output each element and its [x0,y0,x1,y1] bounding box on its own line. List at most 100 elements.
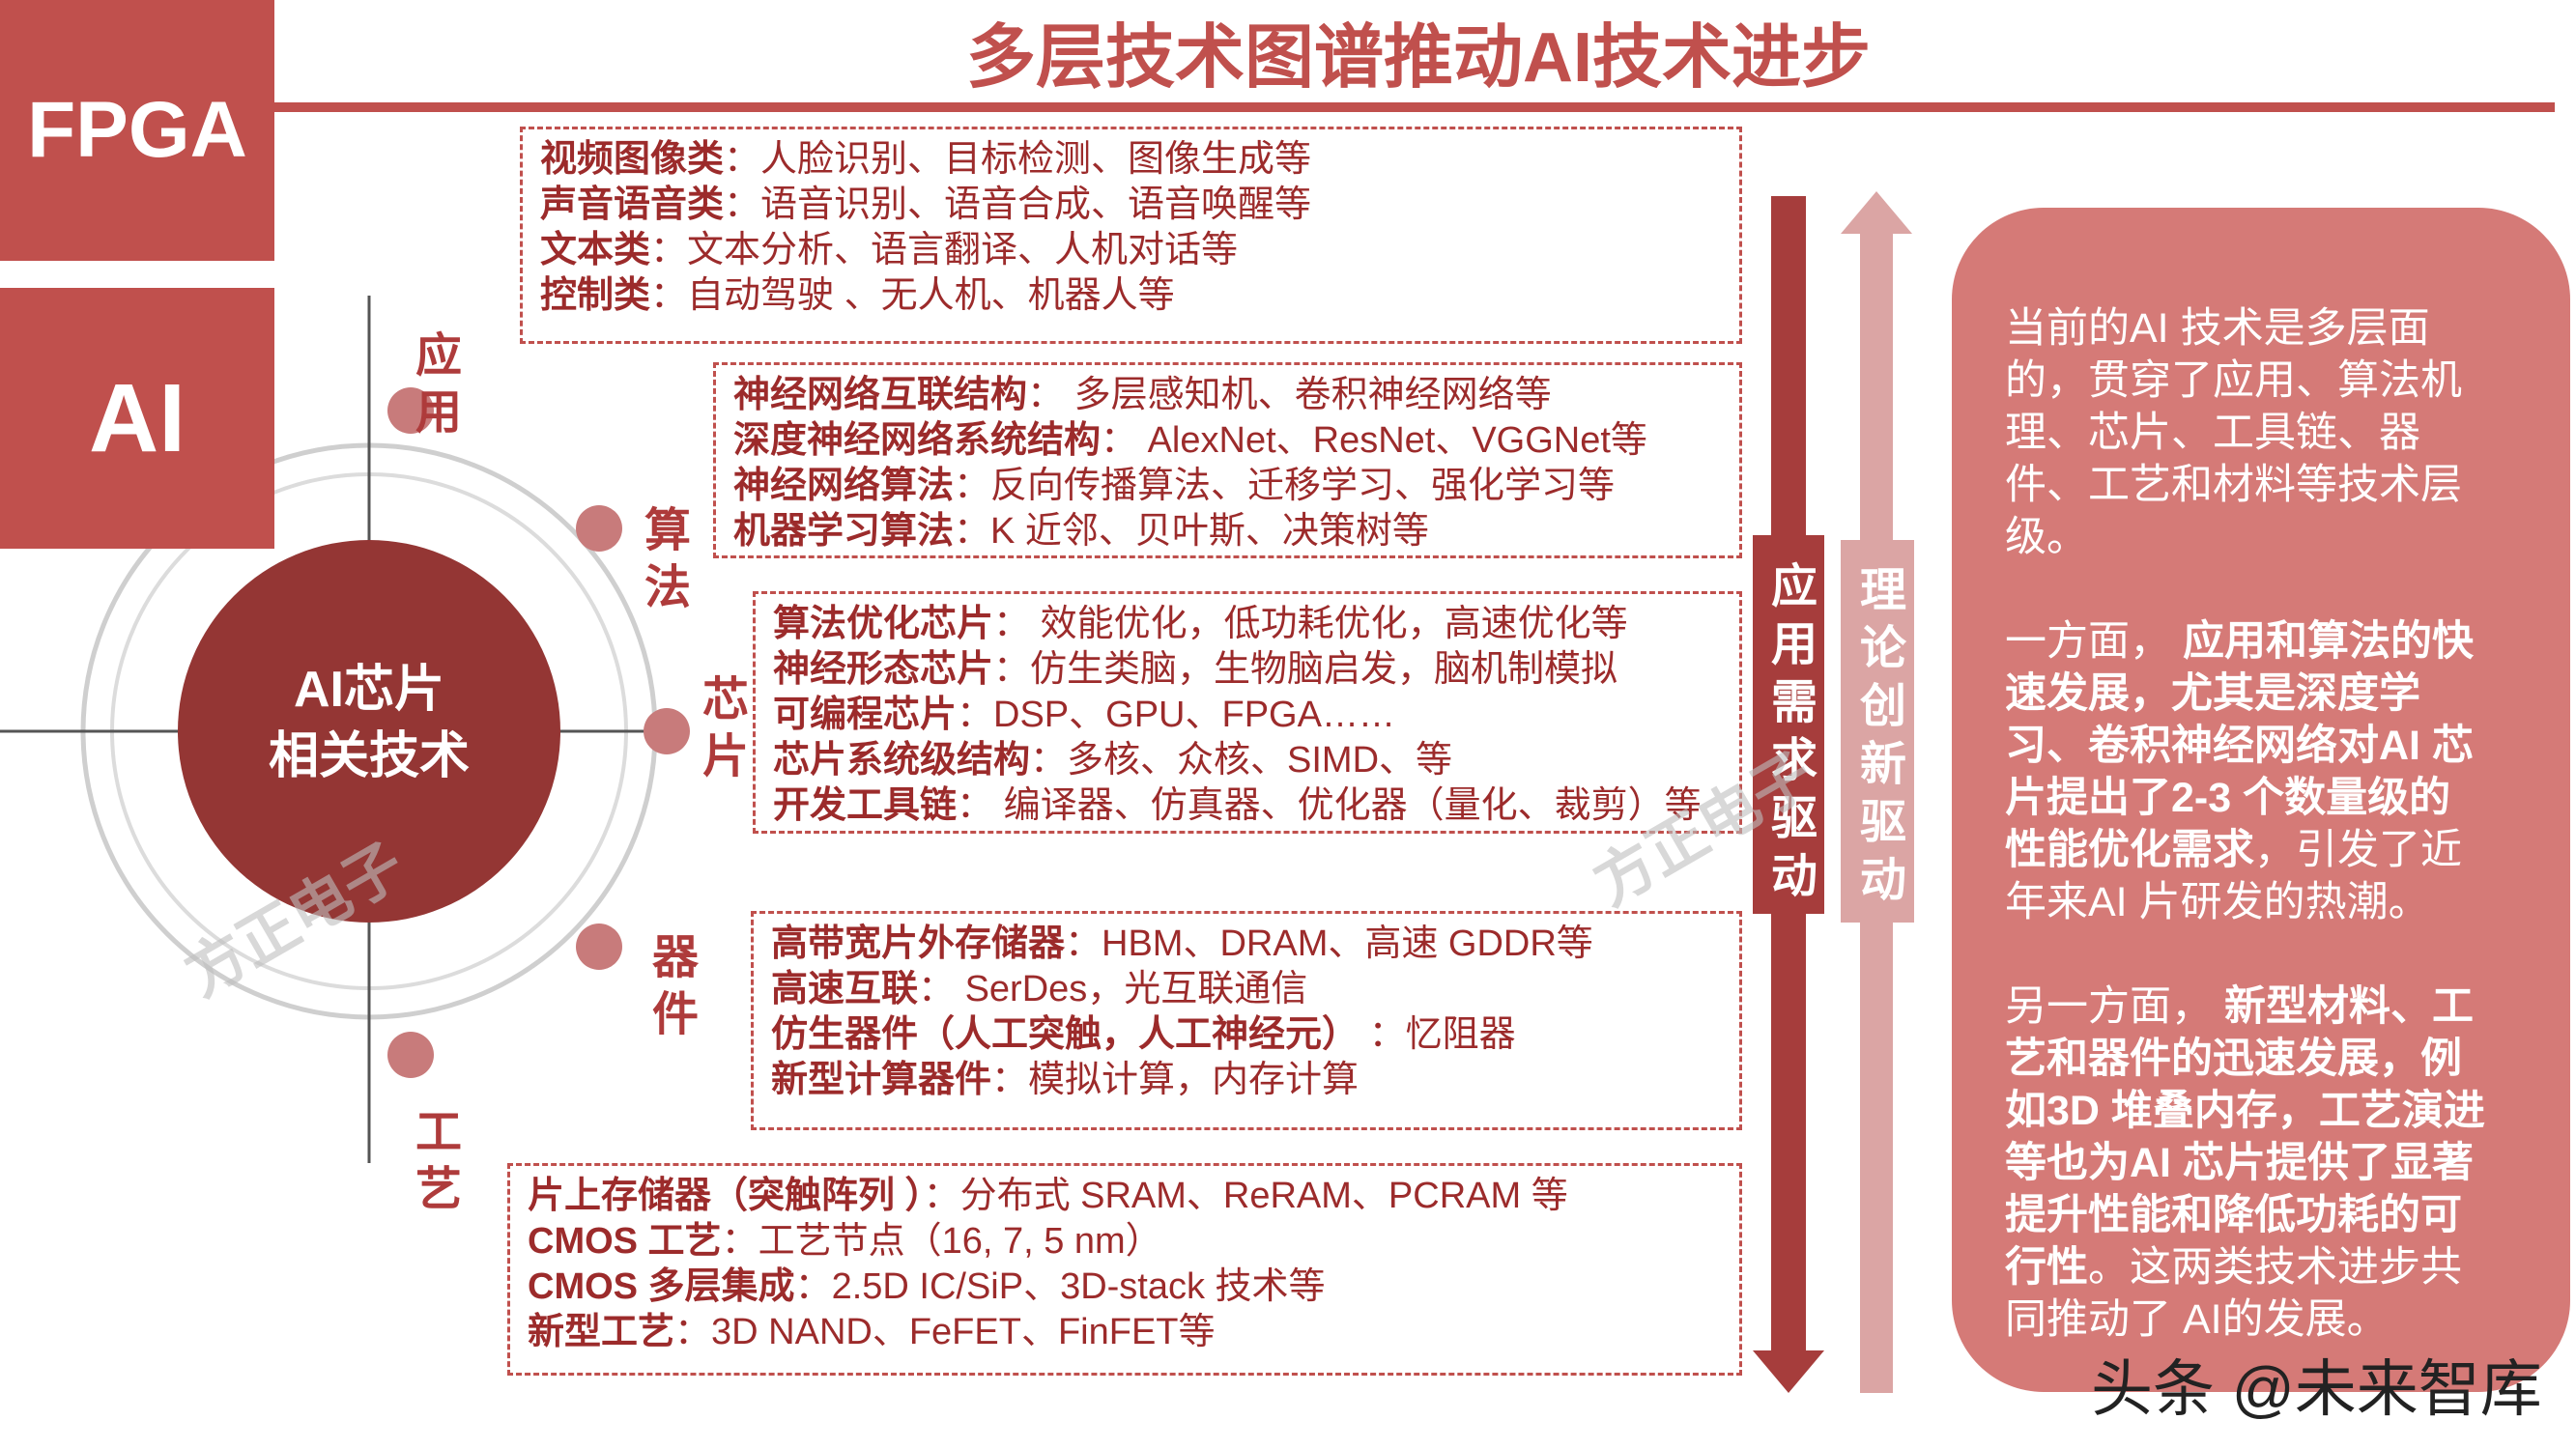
layer-item-term: 声音语音类 [540,185,725,225]
layer-item: 控制类：自动驾驶 、无人机、机器人等 [540,273,1739,319]
layer-item-term: 高带宽片外存储器 [771,923,1066,964]
ai-tab: AI [0,288,274,549]
up-arrow-label-box: 理论创新驱动 [1841,540,1914,923]
summary-paragraph: 当前的AI 技术是多层面的，贯穿了应用、算法机理、芯片、工具链、器件、工艺和材料… [2005,302,2485,563]
node-dot-application [387,387,434,434]
layer-item: CMOS 工艺：工艺节点（16, 7, 5 nm） [528,1219,1739,1264]
summary-line: 等也为AI 芯片提供了显著 [2005,1137,2485,1189]
layer-item-term: 神经形态芯片 [773,649,994,690]
summary-line: 理、芯片、工具链、器 [2005,407,2485,459]
summary-text-segment: 行性 [2005,1244,2088,1291]
layer-item: 开发工具链： 编译器、仿真器、优化器（量化、裁剪）等 [773,783,1739,829]
fpga-tab: FPGA [0,0,274,261]
node-label-chip: 芯片 [695,674,746,788]
layer-box-device: 高带宽片外存储器：HBM、DRAM、高速 GDDR等高速互联： SerDes，光… [751,911,1742,1130]
layer-item-term: CMOS 多层集成 [528,1266,795,1307]
layer-item: 芯片系统级结构：多核、众核、SIMD、等 [773,738,1739,783]
layer-item: 仿生器件（人工突触，人工神经元） ：忆阻器 [771,1012,1739,1058]
summary-text-segment: 习、卷积神经网络对AI 芯 [2005,723,2474,769]
down-arrow-label-box: 应用需求驱动 [1753,535,1824,914]
page-title: 多层技术图谱推动AI技术进步 [966,19,1872,97]
summary-line: 性能优化需求，引发了近 [2005,824,2485,876]
hub-label-line1: AI芯片 [293,662,444,718]
layer-item-desc: ：忆阻器 [1359,1014,1516,1055]
summary-text-segment: ，引发了近 [2254,827,2462,873]
layer-item-desc: ：2.5D IC/SiP、3D-stack 技术等 [794,1266,1326,1307]
layer-item-term: 可编程芯片 [773,695,958,735]
summary-text: 当前的AI 技术是多层面的，贯穿了应用、算法机理、芯片、工具链、器件、工艺和材料… [2005,302,2485,1346]
summary-text-segment: 一方面， [2005,618,2171,665]
summary-text-segment: 同推动了 AI的发展。 [2005,1296,2389,1343]
layer-item-term: 深度神经网络系统结构 [733,420,1102,461]
layer-item-term: 新型计算器件 [771,1060,992,1100]
layer-item-term: 片上存储器（突触阵列 ） [528,1176,924,1216]
layer-item: 高速互联： SerDes，光互联通信 [771,967,1739,1012]
summary-text-segment: 新型材料、工 [2213,983,2474,1030]
node-dot-process [387,1032,434,1078]
layer-box-algorithm: 神经网络互联结构： 多层感知机、卷积神经网络等深度神经网络系统结构： AlexN… [713,362,1742,558]
summary-line: 另一方面， 新型材料、工 [2005,980,2485,1033]
layer-item-desc: ：人脸识别、目标检测、图像生成等 [724,139,1312,180]
hub-label: AI芯片 相关技术 [176,657,562,790]
layer-item: 深度神经网络系统结构： AlexNet、ResNet、VGGNet等 [733,418,1739,464]
layer-item: 新型计算器件：模拟计算，内存计算 [771,1058,1739,1103]
layer-item-desc: ： SerDes，光互联通信 [918,969,1308,1009]
summary-text-segment: 速发展，尤其是深度学 [2005,670,2420,717]
summary-line: 的，贯穿了应用、算法机 [2005,355,2485,407]
layer-item-term: 开发工具链 [773,785,958,826]
node-dot-device [576,923,622,970]
summary-line: 一方面， 应用和算法的快 [2005,615,2485,668]
layer-item-desc: ： 多层感知机、卷积神经网络等 [1027,375,1552,415]
summary-line: 速发展，尤其是深度学 [2005,668,2485,720]
down-arrowhead [1753,1350,1824,1393]
summary-text-segment: 当前的AI 技术是多层面 [2005,305,2430,352]
layer-item-desc: ：分布式 SRAM、ReRAM、PCRAM 等 [923,1176,1568,1216]
summary-text-segment: 的，贯穿了应用、算法机 [2005,357,2462,404]
layer-item: CMOS 多层集成：2.5D IC/SiP、3D-stack 技术等 [528,1264,1739,1310]
summary-text-segment: 等也为AI 芯片提供了显著 [2005,1140,2474,1186]
title-underline [274,102,2555,112]
layer-item-desc: ：HBM、DRAM、高速 GDDR等 [1065,923,1593,964]
hub-diagram [0,296,690,1163]
summary-line: 年来AI 片研发的热潮。 [2005,876,2485,928]
layer-item-desc: ：3D NAND、FeFET、FinFET等 [674,1312,1216,1352]
node-label-algorithm: 算法 [637,505,688,619]
layer-item: 文本类：文本分析、语言翻译、人机对话等 [540,228,1739,273]
layer-item-term: 仿生器件（人工突触，人工神经元） [771,1014,1360,1055]
layer-item-term: 算法优化芯片 [773,604,994,644]
summary-line: 同推动了 AI的发展。 [2005,1293,2485,1346]
summary-line: 习、卷积神经网络对AI 芯 [2005,720,2485,772]
layer-item-term: 神经网络互联结构 [733,375,1028,415]
node-dot-chip [644,708,690,754]
summary-line: 件、工艺和材料等技术层 [2005,459,2485,511]
down-arrow-label: 应用需求驱动 [1763,561,1815,909]
summary-panel: 当前的AI 技术是多层面的，贯穿了应用、算法机理、芯片、工具链、器件、工艺和材料… [1952,208,2570,1392]
layer-item-term: CMOS 工艺 [528,1221,722,1262]
node-label-application: 应用 [408,330,459,444]
summary-line: 艺和器件的迅速发展，例 [2005,1033,2485,1085]
summary-text-segment: 性能优化需求 [2005,827,2254,873]
layer-item-desc: ：模拟计算，内存计算 [991,1060,1360,1100]
summary-text-segment: 艺和器件的迅速发展，例 [2005,1036,2462,1082]
summary-line: 行性。这两类技术进步共 [2005,1241,2485,1293]
layer-item-desc: ： 编译器、仿真器、优化器（量化、裁剪）等 [957,785,1702,826]
summary-text-segment: 件、工艺和材料等技术层 [2005,462,2462,508]
summary-text-segment: 另一方面， [2005,983,2213,1030]
summary-line: 提升性能和降低功耗的可 [2005,1189,2485,1241]
layer-box-application: 视频图像类：人脸识别、目标检测、图像生成等声音语音类：语音识别、语音合成、语音唤… [520,127,1742,344]
hub-label-line2: 相关技术 [268,728,470,784]
layer-item: 神经形态芯片：仿生类脑，生物脑启发，脑机制模拟 [773,647,1739,693]
layer-item-term: 机器学习算法 [733,511,955,552]
layer-item-desc: ：语音识别、语音合成、语音唤醒等 [724,185,1312,225]
layer-item: 神经网络互联结构： 多层感知机、卷积神经网络等 [733,373,1739,418]
layer-item: 算法优化芯片： 效能优化，低功耗优化，高速优化等 [773,602,1739,647]
summary-text-segment: 级。 [2005,514,2088,560]
layer-item-term: 视频图像类 [540,139,725,180]
layer-item-desc: ：仿生类脑，生物脑启发，脑机制模拟 [993,649,1618,690]
layer-item: 声音语音类：语音识别、语音合成、语音唤醒等 [540,183,1739,228]
hub-circle [178,540,560,923]
layer-item-desc: ： AlexNet、ResNet、VGGNet等 [1101,420,1647,461]
node-label-device: 器件 [644,932,696,1046]
